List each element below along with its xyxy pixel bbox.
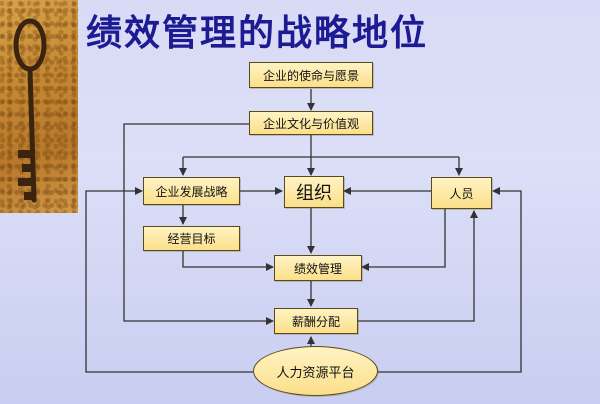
node-personnel: 人员 xyxy=(431,177,492,209)
key-photo xyxy=(0,0,78,213)
node-compensation: 薪酬分配 xyxy=(274,308,358,334)
node-strategy: 企业发展战略 xyxy=(143,177,240,205)
arrow-platform-personnel xyxy=(378,187,522,373)
arrow-culture-compensation xyxy=(123,123,274,325)
node-goals: 经营目标 xyxy=(143,226,240,251)
node-mission: 企业的使命与愿景 xyxy=(249,62,373,88)
arrow-compensation-personnel xyxy=(358,210,478,322)
arrow-personnel-performance xyxy=(361,208,446,271)
node-culture: 企业文化与价值观 xyxy=(249,111,373,135)
node-hr-platform: 人力资源平台 xyxy=(253,346,378,396)
node-organization: 组织 xyxy=(284,176,344,208)
node-performance: 绩效管理 xyxy=(274,255,362,281)
arrow-goals-performance xyxy=(182,251,274,271)
key-icon xyxy=(13,18,47,203)
slide-title: 绩效管理的战略地位 xyxy=(86,12,429,54)
arrow-platform-strategy xyxy=(85,187,253,373)
